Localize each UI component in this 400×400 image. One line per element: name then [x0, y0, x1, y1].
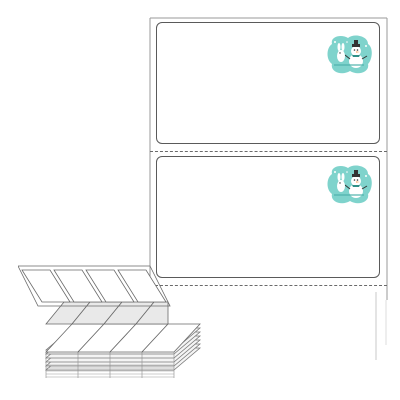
perforation-line-2 — [150, 285, 387, 286]
perforation-line-1 — [150, 151, 387, 152]
fanfold-stack-icon — [18, 265, 202, 378]
snowman-icon — [327, 35, 372, 74]
snowman-icon — [327, 165, 372, 204]
